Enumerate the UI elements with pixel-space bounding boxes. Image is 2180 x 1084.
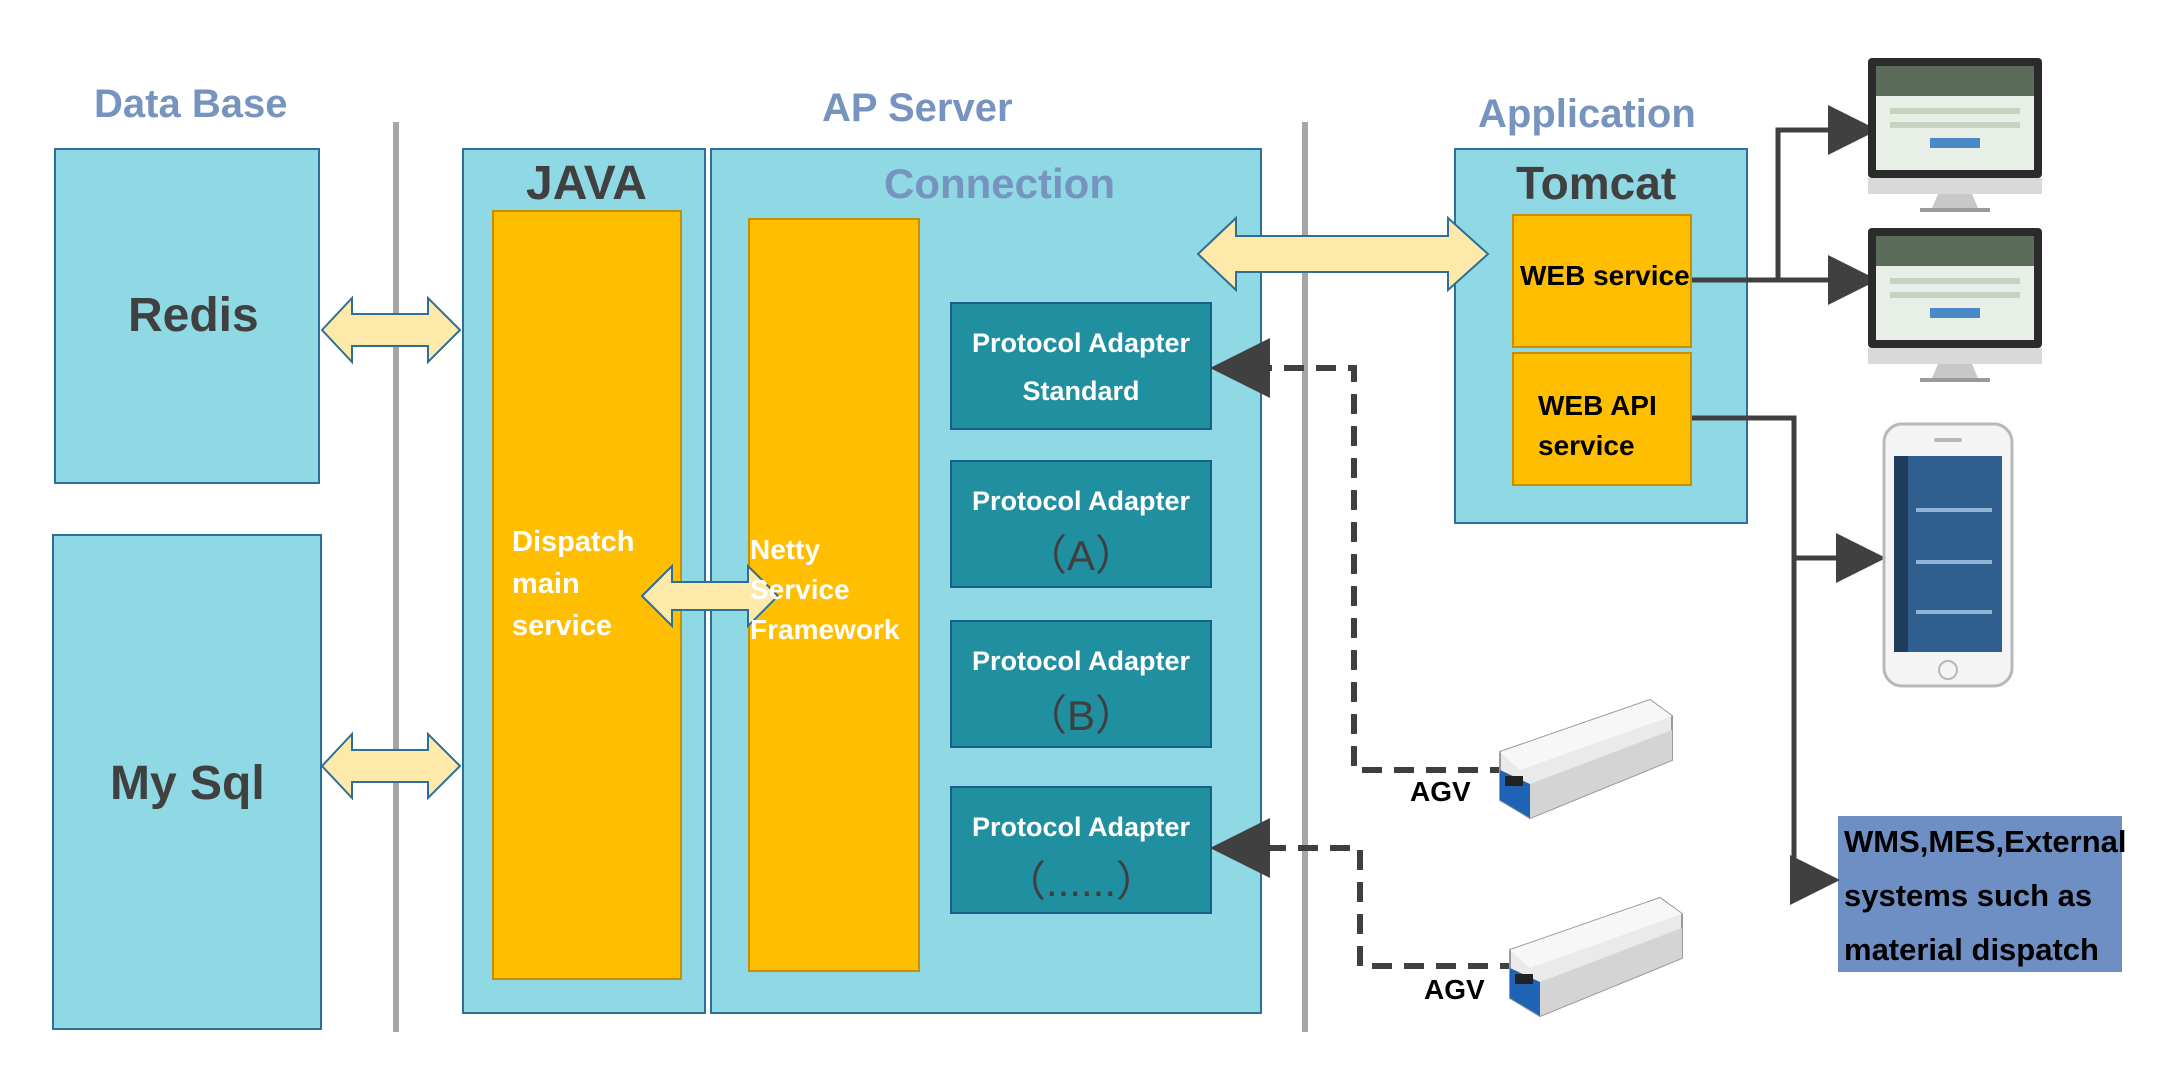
agv-icon-1 [1499,698,1673,820]
protocol-adapter-more: Protocol Adapter （......） [950,786,1212,914]
mysql-label: My Sql [110,757,265,810]
web-api-label-line-1: WEB API [1538,390,1657,421]
adapter-more-sub: （......） [1003,858,1158,905]
mysql-box: My Sql [52,534,322,1030]
external-line-3: material dispatch [1844,932,2099,967]
agv-link-2 [1210,818,1520,969]
monitor-icon-2 [1868,228,2042,382]
heading-application: Application [1478,92,1696,136]
web-service-to-monitor-1 [1775,105,1878,280]
adapter-a-title: Protocol Adapter [971,486,1191,516]
tomcat-title: Tomcat [1516,157,1677,209]
adapter-standard-sub: Standard [1022,376,1140,406]
adapter-standard-title: Protocol Adapter [971,328,1191,358]
netty-label-line-1: Netty [750,534,821,565]
web-api-service-box: WEB API service [1512,352,1692,486]
dispatch-label-line-3: service [512,610,612,642]
dispatch-main-service-box: Dispatch main service [492,210,682,980]
web-api-connector [1692,415,1840,905]
tomcat-panel: Tomcat [1454,148,1748,524]
separator-left [393,122,399,1032]
heading-ap-server: AP Server [822,86,1013,130]
connection-title: Connection [884,160,1115,207]
adapter-b-title: Protocol Adapter [971,646,1191,676]
agv-link-1 [1210,338,1510,773]
web-service-label: WEB service [1520,260,1690,291]
dispatch-label-line-1: Dispatch [512,526,635,558]
protocol-adapter-b: Protocol Adapter （B） [950,620,1212,748]
separator-right [1302,122,1308,1032]
web-service-box: WEB service [1512,214,1692,348]
agv-label-1: AGV [1410,776,1471,807]
connection-tomcat-arrow [1196,215,1490,293]
protocol-adapter-a: Protocol Adapter （A） [950,460,1212,588]
external-line-1: WMS,MES,External [1844,824,2127,859]
dispatch-netty-arrow [640,563,780,629]
agv-icon-2 [1509,896,1683,1018]
java-title: JAVA [526,157,647,210]
redis-java-arrow [320,295,462,365]
redis-label: Redis [128,289,259,342]
dispatch-label-line-2: main [512,568,580,600]
external-line-2: systems such as [1844,878,2093,913]
web-api-label-line-2: service [1538,430,1635,461]
mysql-java-arrow [320,731,462,801]
adapter-b-sub: （B） [1024,692,1137,739]
external-systems-box: WMS,MES,External systems such as materia… [1838,816,2127,972]
adapter-more-title: Protocol Adapter [971,812,1191,842]
monitor-icon-1 [1868,58,2042,212]
adapter-a-sub: （A） [1024,532,1137,579]
netty-label-line-3: Framework [750,614,900,645]
phone-icon [1882,422,2014,688]
redis-box: Redis [54,148,320,484]
agv-label-2: AGV [1424,974,1485,1005]
netty-label-line-2: Service [750,574,850,605]
heading-database: Data Base [94,82,288,126]
